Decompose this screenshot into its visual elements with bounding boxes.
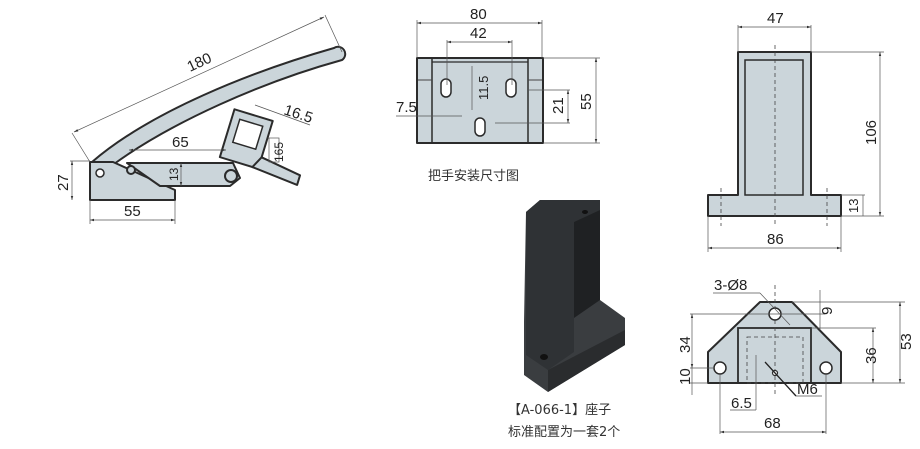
latch-side-view: 180 65 13 27 55 16.5 165 (55, 14, 347, 224)
dim-36: 36 (863, 347, 880, 364)
dim-7-5: 7.5 (396, 99, 417, 116)
dim-65: 65 (172, 134, 189, 151)
hook-pivot (224, 169, 238, 183)
dim-106: 106 (863, 120, 880, 145)
dim-42: 42 (470, 25, 487, 42)
dim-27: 27 (55, 174, 72, 191)
dim-80: 80 (470, 6, 487, 23)
handle-mount-view: 80 42 11.5 7.5 21 55 (396, 6, 600, 144)
mount-slot (440, 78, 452, 98)
dim-47: 47 (767, 10, 784, 27)
dim-34: 34 (677, 336, 694, 353)
mount-slot (505, 78, 517, 98)
mount-slot (474, 117, 486, 137)
dim-86: 86 (767, 231, 784, 248)
dim-9: 9 (819, 307, 836, 315)
dim-68: 68 (764, 415, 781, 432)
latch-link (126, 162, 241, 187)
dim-165: 165 (272, 142, 286, 162)
dim-180: 180 (185, 50, 215, 76)
latch-handle (91, 45, 347, 165)
base-pivot-hole (95, 168, 105, 178)
handle-mount-caption: 把手安装尺寸图 (428, 169, 520, 184)
photo-caption-note: 标准配置为一套2个 (508, 425, 621, 440)
dim-10: 10 (677, 368, 694, 385)
dim-11-5: 11.5 (476, 76, 491, 100)
dim-21: 21 (550, 97, 567, 114)
latch-base (89, 161, 176, 201)
dim-m6: M6 (797, 381, 818, 398)
photo-caption-model: 【A-066-1】座子 (508, 403, 612, 418)
dim-6-5: 6.5 (731, 395, 752, 412)
dim-16-5: 16.5 (282, 102, 315, 127)
dim-13-base: 13 (846, 199, 861, 213)
dim-13: 13 (167, 167, 181, 181)
link-pivot (126, 165, 136, 175)
dim-55: 55 (124, 203, 141, 220)
dim-53: 53 (898, 333, 915, 350)
dim-3-holes: 3-Ø8 (714, 277, 747, 294)
seat-front-view: 47 106 13 86 (707, 10, 884, 252)
seat-photo (524, 200, 625, 392)
dim-55-mount: 55 (578, 93, 595, 110)
seat-top-view: 3-Ø8 9 53 36 34 10 6.5 M6 68 (677, 277, 915, 434)
